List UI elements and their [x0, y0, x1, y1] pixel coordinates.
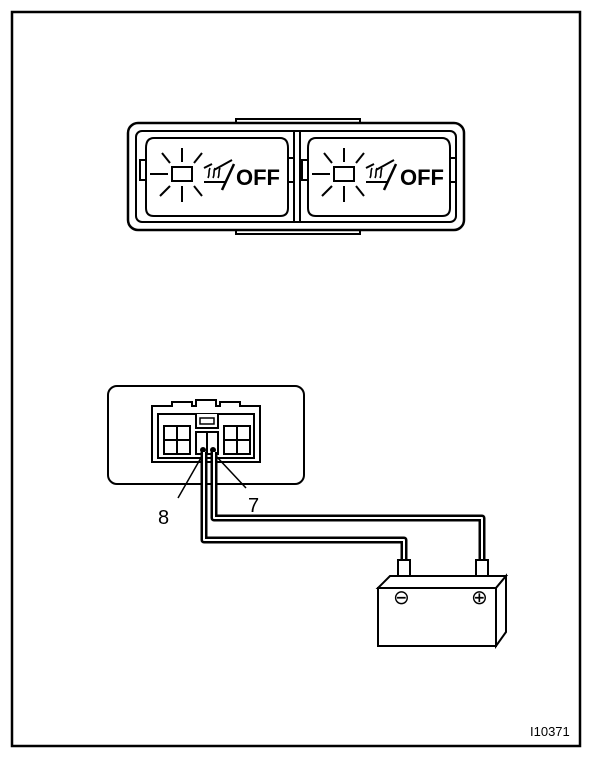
outer-frame — [10, 10, 582, 748]
terminal-8-label: 8 — [158, 507, 169, 529]
heated-seat-icon — [203, 159, 236, 191]
terminal-8 — [200, 447, 206, 453]
switch-connector — [107, 385, 305, 485]
terminal-7 — [210, 447, 216, 453]
right-seat-heater-button[interactable]: OFF — [301, 137, 457, 217]
right-off-label: OFF — [400, 165, 444, 190]
left-seat-heater-button[interactable]: OFF — [139, 137, 295, 217]
heated-seat-icon — [365, 159, 398, 191]
test-leads — [200, 452, 486, 570]
seat-heater-switch-panel: OFF OFF — [126, 118, 466, 235]
battery-positive-terminal-icon: ⊕ — [471, 587, 488, 609]
battery-negative-terminal-icon: ⊖ — [393, 587, 410, 609]
figure-id: I10371 — [530, 724, 570, 739]
battery-body — [377, 587, 497, 647]
battery: ⊖ ⊕ — [375, 559, 509, 650]
indicator-light-icon — [150, 148, 203, 202]
left-off-label: OFF — [236, 165, 280, 190]
terminal-7-label: 7 — [248, 495, 259, 517]
indicator-light-icon — [312, 148, 365, 202]
